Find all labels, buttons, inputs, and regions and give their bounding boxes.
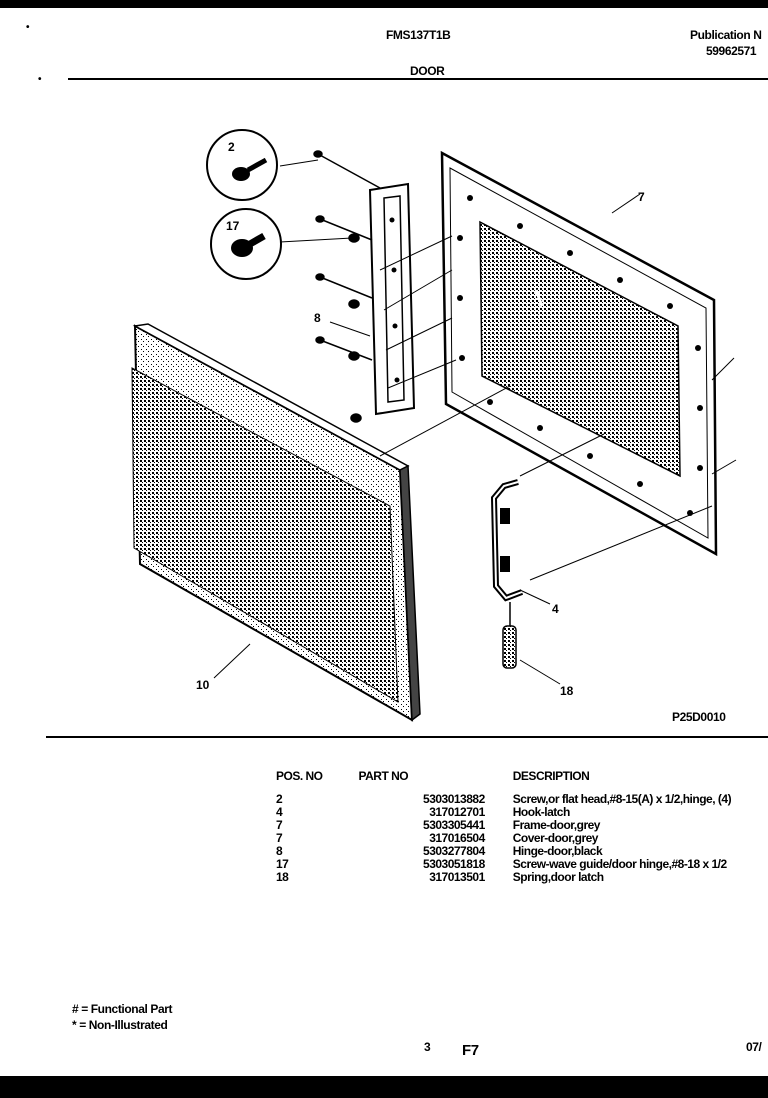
part-cell: 5303013882 bbox=[423, 792, 485, 806]
table-row: 8 5303277804 Hinge-door,black bbox=[276, 845, 768, 858]
latch-spring bbox=[502, 602, 517, 669]
pos-cell: 2 bbox=[276, 792, 283, 806]
pos-cell: 17 bbox=[276, 857, 289, 871]
table-row: 7 317016504 Cover-door,grey bbox=[276, 832, 768, 845]
callout-label-2: 2 bbox=[228, 140, 235, 154]
assembly-lines bbox=[213, 159, 737, 685]
description-cell: Spring,door latch bbox=[512, 870, 604, 884]
pos-cell: 7 bbox=[276, 818, 283, 832]
legend-functional: # = Functional Part bbox=[72, 1002, 173, 1016]
model-number: FMS137T1B bbox=[386, 28, 451, 42]
section-title: DOOR bbox=[410, 64, 445, 78]
description-cell: Screw,or flat head,#8-15(A) x 1/2,hinge,… bbox=[512, 792, 732, 806]
header-rule bbox=[68, 78, 768, 80]
description-cell: Screw-wave guide/door hinge,#8-18 x 1/2 bbox=[512, 857, 727, 871]
callout-label-4: 4 bbox=[552, 602, 559, 616]
table-header-row: POS. NO PART NO DESCRIPTION bbox=[276, 770, 768, 793]
door-cover-panel bbox=[131, 323, 421, 722]
page-number: 3 bbox=[424, 1040, 431, 1054]
callout-label-18: 18 bbox=[560, 684, 574, 698]
diagram-rule bbox=[46, 736, 768, 738]
pos-cell: 18 bbox=[276, 870, 289, 884]
table-row: 4 317012701 Hook-latch bbox=[276, 806, 768, 819]
legend-non-illustrated: * = Non-Illustrated bbox=[72, 1018, 168, 1032]
pos-cell: 4 bbox=[276, 805, 283, 819]
footer-date: 07/ bbox=[746, 1040, 762, 1054]
table-row: 17 5303051818 Screw-wave guide/door hing… bbox=[276, 858, 768, 871]
parts-sheet: FMS137T1B Publication N 59962571 DOOR • … bbox=[0, 8, 768, 1076]
parts-list-table: POS. NO PART NO DESCRIPTION 2 5303013882… bbox=[276, 770, 768, 884]
column-header-description: DESCRIPTION bbox=[512, 769, 590, 783]
part-cell: 5303277804 bbox=[423, 844, 485, 858]
callout-label-10: 10 bbox=[196, 678, 210, 692]
callout-label-17: 17 bbox=[226, 219, 240, 233]
callout-label-8: 8 bbox=[314, 311, 321, 325]
column-header-part: PART NO bbox=[358, 769, 409, 783]
part-cell: 317016504 bbox=[429, 831, 485, 845]
hook-latch bbox=[490, 479, 524, 602]
figure-code: P25D0010 bbox=[672, 710, 726, 724]
pos-cell: 8 bbox=[276, 844, 283, 858]
publication-label: Publication N bbox=[690, 28, 762, 42]
callout-label-7: 7 bbox=[638, 190, 645, 204]
description-cell: Frame-door,grey bbox=[512, 818, 601, 832]
callout-screw-2 bbox=[206, 129, 278, 201]
hinge-screws bbox=[313, 150, 381, 423]
door-frame bbox=[440, 150, 718, 557]
part-cell: 317012701 bbox=[429, 805, 485, 819]
publication-number: 59962571 bbox=[706, 44, 757, 58]
description-cell: Cover-door,grey bbox=[512, 831, 599, 845]
door-hinge bbox=[368, 182, 416, 416]
callout-screw-17 bbox=[210, 208, 282, 280]
margin-speck: • bbox=[38, 74, 42, 85]
part-cell: 317013501 bbox=[429, 870, 485, 884]
door-exploded-diagram: 2 17 7 8 10 4 18 bbox=[131, 129, 737, 722]
pos-cell: 7 bbox=[276, 831, 283, 845]
column-header-pos: POS. NO bbox=[276, 769, 323, 783]
description-cell: Hook-latch bbox=[512, 805, 571, 819]
part-cell: 5303051818 bbox=[423, 857, 485, 871]
description-cell: Hinge-door,black bbox=[512, 844, 603, 858]
table-row: 2 5303013882 Screw,or flat head,#8-15(A)… bbox=[276, 793, 768, 806]
margin-speck: • bbox=[26, 22, 30, 33]
part-cell: 5303305441 bbox=[423, 818, 485, 832]
footer-code: F7 bbox=[462, 1042, 479, 1059]
table-row: 18 317013501 Spring,door latch bbox=[276, 871, 768, 884]
table-row: 7 5303305441 Frame-door,grey bbox=[276, 819, 768, 832]
